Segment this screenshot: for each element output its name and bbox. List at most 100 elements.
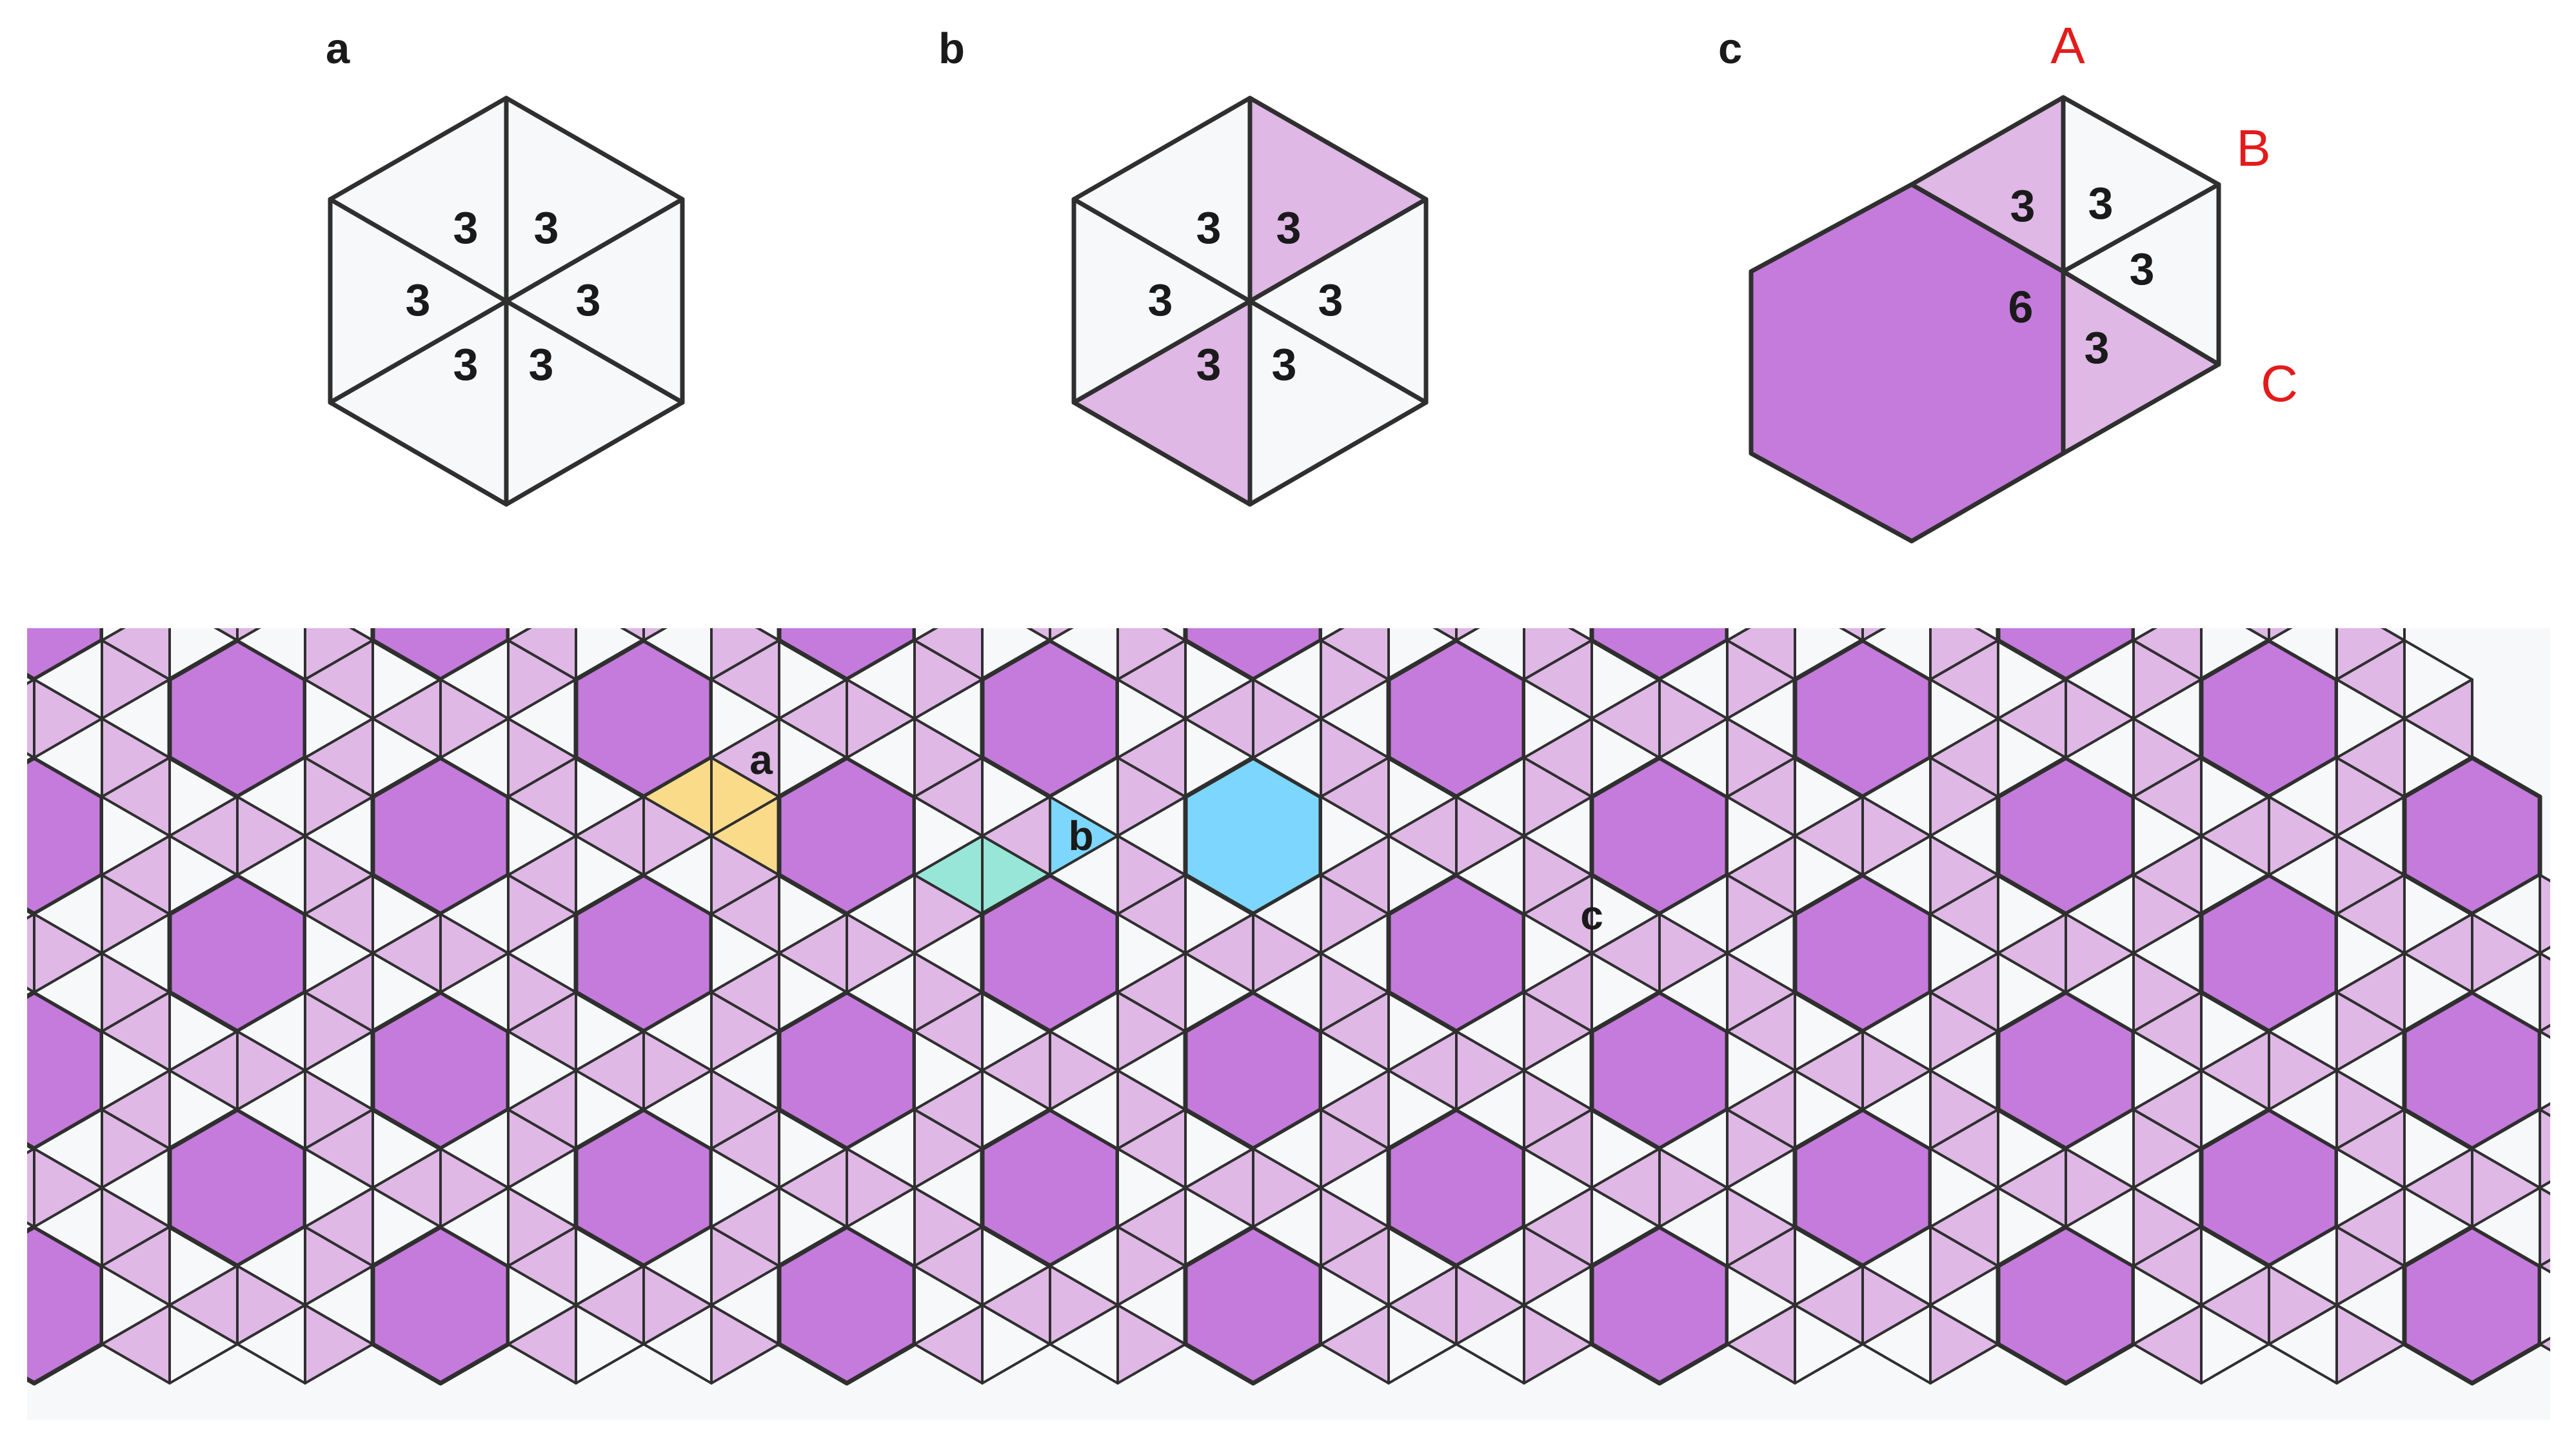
tiling-triangle	[1839, 628, 1864, 642]
panel-b-number-left: 3	[1148, 275, 1173, 325]
panel-b-label: b	[938, 25, 965, 73]
tiling-triangle	[1524, 484, 1592, 562]
tiling-triangle	[2201, 523, 2269, 601]
panel-c-number-right: 3	[2130, 244, 2155, 294]
tiling-triangle	[2134, 445, 2201, 523]
panel-a-number-bottom-right: 3	[529, 339, 554, 390]
tiling-triangle	[2539, 951, 2550, 1033]
tiling-triangle	[2539, 1030, 2550, 1111]
tiling-triangle	[1049, 628, 1119, 681]
tiling-triangle	[1118, 523, 1185, 601]
tiling-triangle	[644, 523, 711, 601]
tiling-triangle	[1726, 628, 1751, 642]
tiling-triangle	[779, 445, 847, 523]
tiling-triangle	[1524, 523, 1592, 601]
tiling-triangle	[2134, 484, 2201, 562]
panel-b-number-bottom-left: 3	[1196, 339, 1222, 390]
panel-c-hexagon-number: 6	[2008, 282, 2034, 332]
tiling-triangle	[349, 628, 374, 642]
tiling-triangle	[1320, 628, 1345, 642]
tiling-triangle	[305, 523, 373, 601]
tiling-triangle	[2539, 1180, 2550, 1196]
tiling-triangle	[2539, 1108, 2550, 1189]
panel-b-hexagon	[1071, 95, 1429, 507]
panel-a-number-top-right: 3	[534, 203, 559, 253]
panel-b: b 3 3 3 3 3 3	[938, 25, 1429, 507]
tiling-triangle	[236, 628, 261, 642]
tiling-triangle	[642, 628, 668, 642]
tiling-triangle	[305, 445, 373, 523]
tiling-triangle	[2132, 628, 2203, 681]
tiling-triangle	[1660, 445, 1727, 523]
tiling-triangle	[34, 445, 102, 523]
tiling-triangle	[711, 445, 779, 523]
panel-a: a 3 3 3 3 3 3	[326, 25, 685, 507]
tiling-triangle	[1660, 406, 1727, 484]
tiling-triangle	[236, 628, 306, 681]
panel-b-number-top-right: 3	[1276, 203, 1302, 253]
tiling-triangle	[1660, 484, 1727, 562]
tiling-triangle	[1930, 523, 1998, 601]
panel-c-vertex-label-b: B	[2236, 119, 2270, 177]
tiling-triangle	[1049, 628, 1074, 642]
tiling-triangle	[34, 484, 102, 562]
tiling-hexagon	[982, 406, 1118, 562]
tiling-triangle	[1592, 445, 1660, 523]
panel-b-number-top-left: 3	[1196, 203, 1222, 253]
tiling-triangle	[27, 1147, 35, 1229]
panel-a-number-right: 3	[576, 275, 601, 325]
panel-a-tri-top-left	[328, 95, 509, 304]
tiling-triangle	[913, 628, 938, 642]
tiling-triangle	[711, 484, 779, 562]
tiling-triangle	[913, 628, 984, 681]
tiling-triangle	[0, 406, 34, 484]
tiling-triangle	[27, 678, 35, 759]
tiling-triangle	[2539, 1264, 2550, 1346]
panel-c-number-bottom-right: 3	[2085, 322, 2110, 373]
tiling-triangle	[1432, 628, 1458, 642]
tiling-triangle	[508, 523, 576, 601]
panel-a-label: a	[326, 25, 350, 73]
tiling-hexagon	[2201, 406, 2337, 562]
tiling-triangle	[1592, 484, 1660, 562]
tiling-triangle	[915, 406, 982, 484]
tiling-triangle	[1861, 628, 1932, 681]
tiling-triangle	[2268, 628, 2293, 642]
tiling-triangle	[101, 628, 171, 681]
tiling-triangle	[847, 484, 915, 562]
tiling-triangle	[373, 484, 441, 562]
tiling-triangle	[1389, 523, 1456, 601]
tiling-triangle	[2539, 873, 2550, 955]
tiling-triangle	[915, 523, 982, 601]
tiling-triangle	[847, 406, 915, 484]
tiling-triangle	[1050, 523, 1118, 601]
panel-c-tri-bottom-right	[2061, 269, 2221, 456]
tiling-triangle	[305, 484, 373, 562]
tiling-triangle	[34, 406, 102, 484]
panel-b-number-bottom-right: 3	[1272, 339, 1297, 390]
tiling-triangle	[507, 628, 532, 642]
tiling-triangle	[915, 484, 982, 562]
tiling-triangle	[1795, 523, 1863, 601]
tiling-triangle	[2066, 484, 2134, 562]
tiling-triangle	[1162, 628, 1187, 642]
tiling-triangle	[0, 445, 34, 523]
tiling-triangle	[1524, 445, 1592, 523]
tiling-triangle	[642, 628, 713, 681]
panel-b-tri-top-left	[1071, 95, 1253, 304]
tiling-triangle	[27, 913, 35, 994]
tiling-triangle	[847, 445, 915, 523]
tiling-triangle	[1592, 406, 1660, 484]
tiling-triangle	[1974, 628, 1999, 642]
tiling-triangle	[2539, 1258, 2550, 1274]
tiling-triangle	[2539, 1024, 2550, 1039]
tiling-triangle	[2134, 523, 2201, 601]
panel-c-label: c	[1718, 25, 1742, 73]
panel-a-number-left: 3	[406, 275, 431, 325]
tiling-triangle	[102, 484, 170, 562]
panel-c-shape	[1749, 95, 2221, 544]
tiling-triangle	[779, 484, 847, 562]
tiling-triangle	[507, 628, 577, 681]
panel-c-number-top-right: 3	[2088, 178, 2114, 228]
